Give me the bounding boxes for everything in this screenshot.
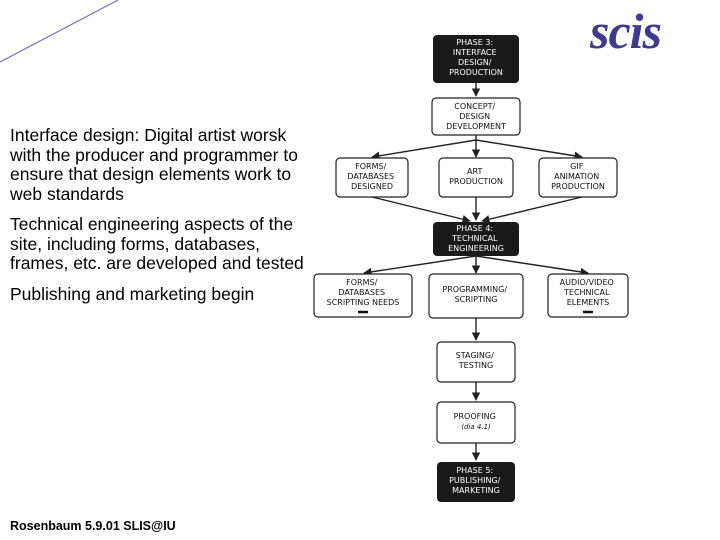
node-art-production: ART PRODUCTION (438, 157, 514, 198)
node-gif-animation: GIF ANIMATION PRODUCTION (538, 157, 618, 198)
node-staging-testing: STAGING/ TESTING (436, 341, 516, 383)
bullet-interface-design: Interface design: Digital artist worsk w… (10, 125, 298, 204)
node-forms-scripting: FORMS/ DATABASES SCRIPTING NEEDS (313, 273, 413, 318)
node-phase5: PHASE 5: PUBLISHING/ MARKETING (437, 462, 515, 502)
svg-text:CONCEPT/ DESIGN DE: CONCEPT/ DESIGN DEVELOPMENT (446, 102, 506, 131)
node-concept-design: CONCEPT/ DESIGN DEVELOPMENT (431, 97, 521, 136)
svg-text:PHASE 4: TECHNICAL: PHASE 4: TECHNICAL ENGINEERING (448, 224, 504, 253)
scis-logo: scis (590, 3, 700, 60)
node-forms-designed: FORMS/ DATABASES DESIGNED (335, 157, 409, 198)
line-concept-to-forms (371, 139, 477, 160)
node-audio-video: AUDIO/VIDEO TECHNICAL ELEMENTS (547, 273, 629, 318)
line-concept-to-gif (475, 139, 583, 160)
svg-text:AUDIO/VIDEO TECHNICAL: AUDIO/VIDEO TECHNICAL ELEMENTS (560, 278, 617, 307)
footer-credit: Rosenbaum 5.9.01 SLIS@IU (10, 519, 176, 533)
svg-text:FORMS/ DATABASES D: FORMS/ DATABASES DESIGNED (347, 162, 396, 191)
line-phase4-to-forms-scripting (363, 255, 477, 277)
svg-text:PHASE 5: PUBLISHING/: PHASE 5: PUBLISHING/ MARKETING (449, 466, 503, 495)
svg-text:STAGING/ TESTING: STAGING/ TESTING (456, 351, 497, 370)
logo-text: scis (590, 3, 662, 59)
svg-text:PHASE 3: INTERFACE: PHASE 3: INTERFACE DESIGN/ PRODUCTION (449, 38, 503, 77)
node-phase4: PHASE 4: TECHNICAL ENGINEERING (433, 222, 519, 256)
svg-text:FORMS/ DATABASES S: FORMS/ DATABASES SCRIPTING NEEDS (327, 278, 400, 307)
node-programming-scripting: PROGRAMMING/ SCRIPTING (428, 273, 524, 319)
line-phase4-to-audio-video (475, 255, 589, 277)
connector-lines (363, 83, 589, 461)
svg-text:PROGRAMMING/ SCRIPTING: PROGRAMMING/ SCRIPTING (442, 285, 509, 304)
node-proofing: PROOFING (dia 4.1) (436, 401, 516, 444)
line-gif-to-phase4 (481, 196, 583, 224)
bullet-technical-engineering: Technical engineering aspects of the sit… (10, 214, 304, 273)
bullet-publishing-marketing: Publishing and marketing begin (10, 283, 255, 304)
svg-text:ART PRODUCTION: ART PRODUCTION (449, 167, 503, 186)
svg-text:PROOFING (dia 4.1): PROOFING (dia 4.1) (454, 412, 499, 431)
svg-text:GIF ANIMATION PROD: GIF ANIMATION PRODUCTION (551, 162, 605, 191)
line-forms-to-phase4 (371, 196, 471, 224)
corner-decoration (0, 0, 119, 63)
node-phase3: PHASE 3: INTERFACE DESIGN/ PRODUCTION (433, 35, 519, 83)
bullet-list: Interface design: Digital artist worsk w… (10, 125, 310, 315)
